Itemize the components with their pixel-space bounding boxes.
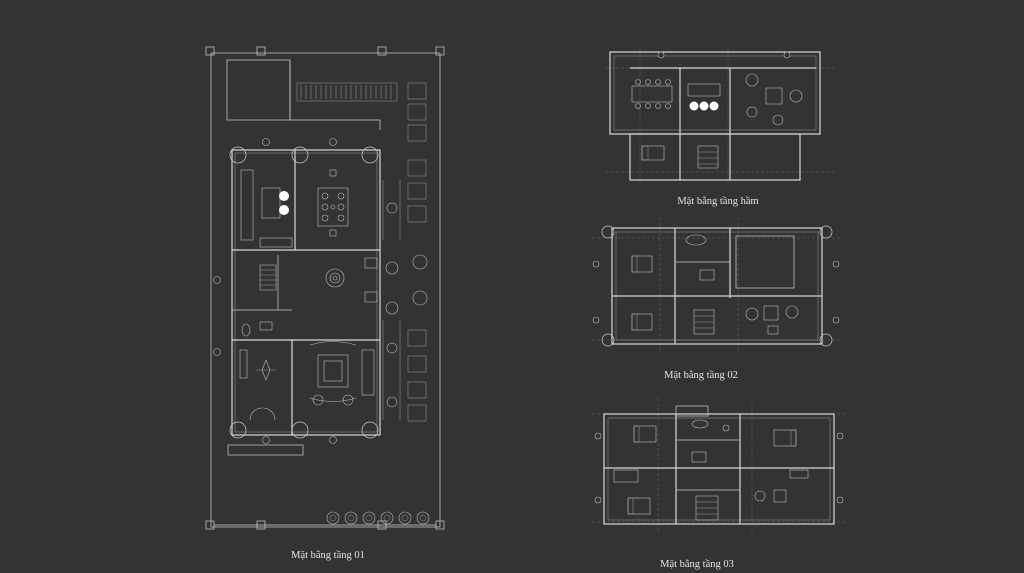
kitchen-island <box>240 169 293 248</box>
grid-marker <box>205 46 215 56</box>
hatch-strip <box>296 82 398 102</box>
caption-tang-ham: Mặt bằng tầng hầm <box>677 196 758 207</box>
caption-tang-03: Mặt bằng tầng 03 <box>660 559 734 570</box>
wc <box>241 321 273 337</box>
foyer <box>239 349 276 421</box>
grid-marker <box>205 520 215 530</box>
caption-tang-02: Mặt bằng tầng 02 <box>664 370 738 381</box>
house-outline <box>231 149 381 436</box>
tree-row <box>326 511 430 525</box>
garden-pads <box>407 82 427 422</box>
floor-02-outline <box>611 227 823 345</box>
dining-room <box>317 169 349 237</box>
plan-tang-02: Mặt bằng tầng 02 <box>592 218 840 381</box>
living-room <box>309 341 375 406</box>
plan-tang-01: Mặt bằng tầng 01 <box>205 46 445 561</box>
terrace-chairs <box>382 180 428 420</box>
plan-tang-03: Mặt bằng tầng 03 <box>592 398 845 570</box>
garage <box>226 59 291 121</box>
grid-marker <box>435 46 445 56</box>
grid-marker <box>377 46 387 56</box>
grid-marker <box>256 46 266 56</box>
caption-tang-01: Mặt bằng tầng 01 <box>291 550 365 561</box>
lot-boundary <box>210 52 441 528</box>
floor-03-outline <box>603 413 835 525</box>
basement-outline <box>609 51 821 135</box>
living-hall <box>259 257 378 303</box>
plan-tang-ham: Mặt bằng tầng hầm <box>606 48 835 207</box>
